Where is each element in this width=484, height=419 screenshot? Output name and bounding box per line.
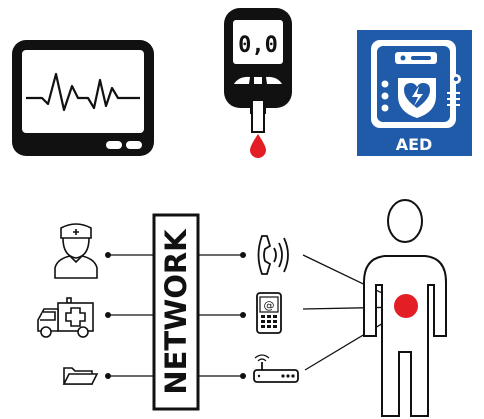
aed-defibrillator-icon: AED <box>357 30 472 156</box>
mobile-device-icon: @ <box>256 292 282 334</box>
blood-drop-icon <box>250 134 266 158</box>
svg-text:@: @ <box>264 299 275 312</box>
patient-body-icon <box>363 199 447 417</box>
network-bar: NETWORK <box>152 213 200 411</box>
nurse-icon <box>54 223 98 279</box>
ambulance-icon <box>37 297 94 338</box>
glucose-reading: 0,0 <box>238 33 278 58</box>
network-label: NETWORK <box>159 228 193 395</box>
connection-dots <box>105 252 246 379</box>
ecg-monitor-icon <box>12 40 154 156</box>
aed-label: AED <box>396 135 433 154</box>
glucose-meter-icon: 0,0 <box>224 8 292 158</box>
heart-target-icon <box>394 294 418 318</box>
folder-icon <box>62 367 99 385</box>
wireless-router-icon <box>253 354 299 383</box>
phone-icon <box>257 235 289 275</box>
